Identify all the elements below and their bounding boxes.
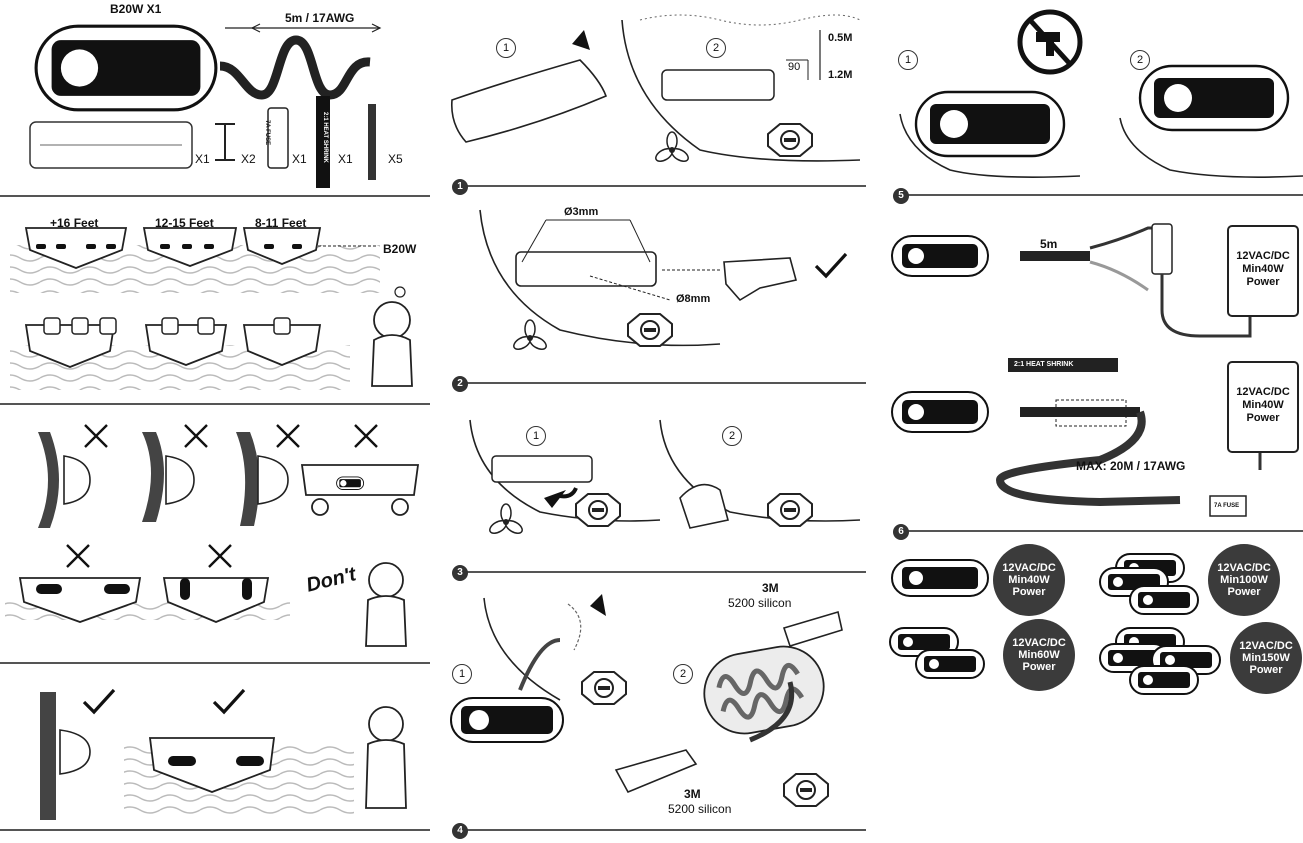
person-refusing-icon (365, 562, 407, 647)
psu-1-line-3: Power (1246, 276, 1280, 288)
heat-shrink-label: 2:1 HEAT SHRINK (322, 112, 328, 163)
qty-heat-shrink: X1 (338, 152, 353, 166)
badge-1-line-2: Min40W (1008, 574, 1050, 586)
badge-4-line-3: Power (1249, 664, 1283, 676)
psu-1-line-1: 12VAC/DC (1236, 250, 1290, 262)
qty-connectors: X5 (388, 152, 403, 166)
hole-large-label: Ø8mm (676, 293, 711, 305)
badge-3-line-2: Min60W (1018, 649, 1060, 661)
boat-length-2: 12-15 Feet (155, 216, 214, 230)
badge-3-line-3: Power (1022, 661, 1056, 673)
sealant-type-bottom: 5200 silicon (668, 802, 732, 816)
step-4-sub-1: 1 (452, 664, 472, 684)
badge-4-lights: 12VAC/DC Min150W Power (1234, 640, 1298, 676)
max-run-label: MAX: 20M / 17AWG (1076, 459, 1186, 473)
badge-2-line-3: Power (1227, 586, 1261, 598)
cable-spec: 5m / 17AWG (285, 11, 355, 25)
sealant-type-top: 5200 silicon (728, 596, 792, 610)
badge-2-line-2: Min100W (1220, 574, 1268, 586)
depth-min: 0.5M (828, 32, 853, 44)
psu-2-label: 12VAC/DC Min40W Power (1234, 386, 1292, 425)
person-thinking-icon-2 (365, 706, 407, 809)
step-5-sub-1: 1 (898, 50, 918, 70)
fuse-tag: 7A FUSE (1214, 503, 1240, 509)
step-4-sub-2: 2 (673, 664, 693, 684)
cable-length: 5m (1040, 237, 1058, 251)
step-6-number: 6 (893, 524, 909, 540)
boat-length-3: 8-11 Feet (255, 216, 307, 230)
step-4-number: 4 (452, 823, 468, 839)
power-table-lights (889, 553, 1221, 695)
step-3-sub-2: 2 (722, 426, 742, 446)
psu-2-line-1: 12VAC/DC (1236, 386, 1290, 398)
badge-1-line-3: Power (1012, 586, 1046, 598)
badge-2-lights: 12VAC/DC Min60W Power (1007, 637, 1071, 673)
model-label: B20W (383, 242, 417, 256)
psu-1-line-2: Min40W (1242, 263, 1284, 275)
no-power-tool-icon (1017, 9, 1083, 75)
psu-1-label: 12VAC/DC Min40W Power (1234, 250, 1292, 289)
person-thinking-icon (371, 286, 413, 387)
step-5-sub-2: 2 (1130, 50, 1150, 70)
step-2-number: 2 (452, 376, 468, 392)
qty-fuse: X1 (292, 152, 307, 166)
depth-max: 1.2M (828, 69, 853, 81)
heat-shrink-tag: 2:1 HEAT SHRINK (1014, 361, 1074, 368)
step-3-number: 3 (452, 565, 468, 581)
badge-1-light: 12VAC/DC Min40W Power (997, 562, 1061, 598)
angle-label: 90 (788, 61, 801, 73)
dividers (0, 185, 1303, 831)
boat-length-1: +16 Feet (50, 216, 99, 230)
kit-title: B20W X1 (110, 2, 162, 16)
step-5-number: 5 (893, 188, 909, 204)
badge-2-line-1: 12VAC/DC (1217, 562, 1271, 574)
hole-small-label: Ø3mm (564, 206, 599, 218)
qty-template: X1 (195, 152, 210, 166)
badge-4-line-1: 12VAC/DC (1239, 640, 1293, 652)
fuse-label: 7A FUSE (264, 120, 270, 146)
sealant-brand-bottom: 3M (684, 787, 701, 801)
power-badges (993, 544, 1302, 694)
badge-3-line-1: 12VAC/DC (1012, 637, 1066, 649)
badge-3-lights: 12VAC/DC Min100W Power (1212, 562, 1276, 598)
step-1-number: 1 (452, 179, 468, 195)
badge-4-line-2: Min150W (1242, 652, 1290, 664)
psu-2-line-2: Min40W (1242, 399, 1284, 411)
step-1-sub-2: 2 (706, 38, 726, 58)
sealant-brand-top: 3M (762, 581, 779, 595)
step-3-sub-1: 1 (526, 426, 546, 446)
kit-light (34, 24, 218, 112)
qty-screws: X2 (241, 152, 256, 166)
psu-2-line-3: Power (1246, 412, 1280, 424)
badge-1-line-1: 12VAC/DC (1002, 562, 1056, 574)
step-1-sub-1: 1 (496, 38, 516, 58)
